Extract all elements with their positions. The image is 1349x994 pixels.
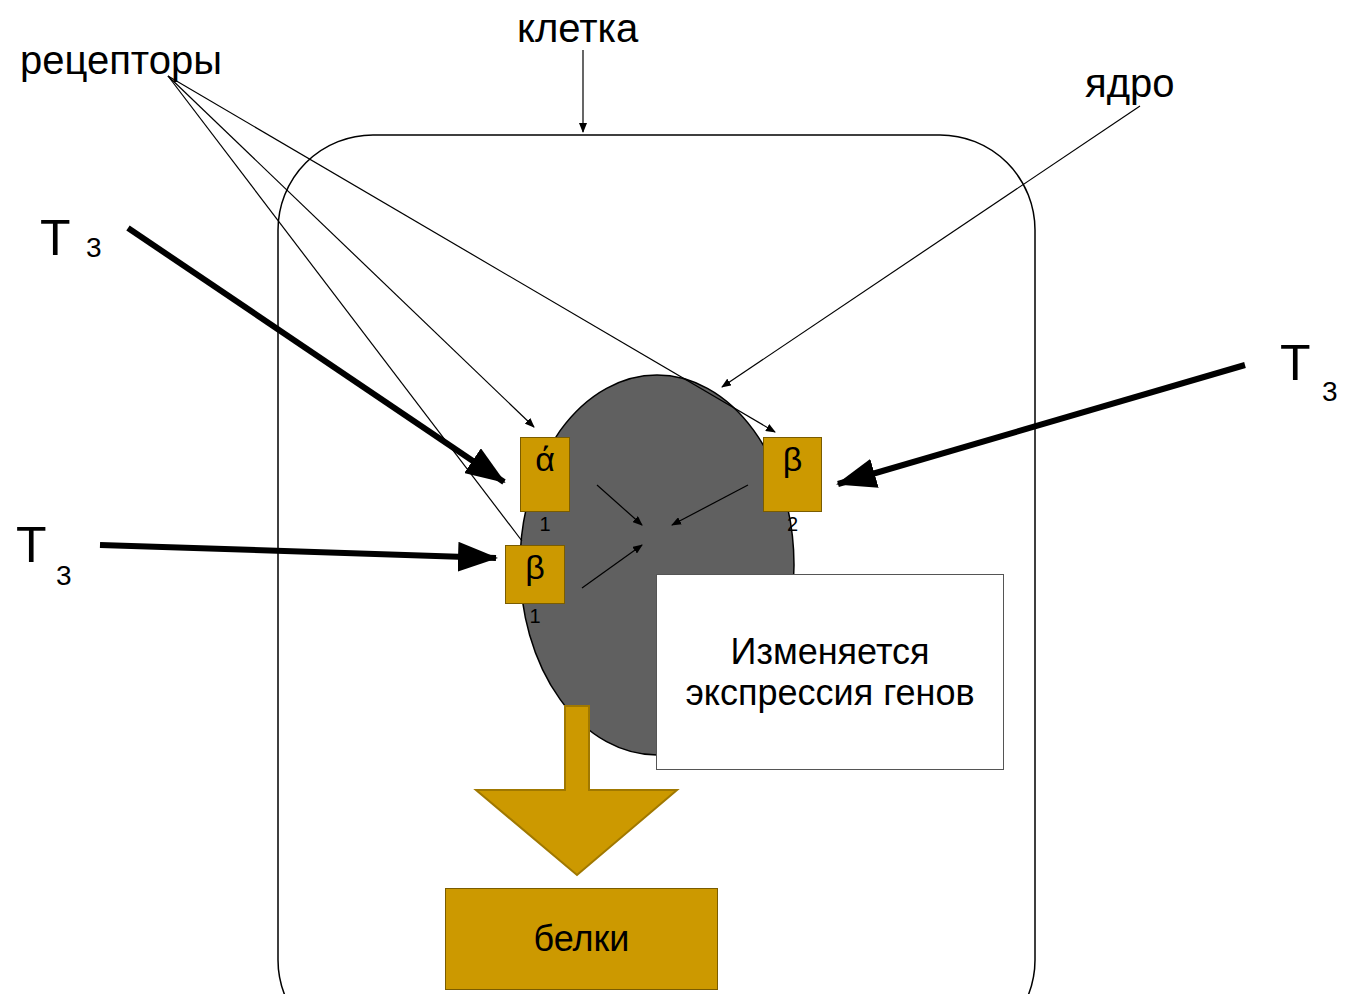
hormone-subscript: 3 [1322,378,1338,406]
hormone-letter: T [1280,338,1311,388]
cell-label: клетка [517,8,638,48]
node-text: белки [534,918,630,959]
receptor-symbol: ά [521,438,569,479]
gene-expression-box: Изменяется экспрессия генов [656,574,1004,770]
receptor-index: 2 [764,513,821,536]
signal-arrows [582,485,748,588]
hormone-letter: T [40,213,71,263]
nucleus-label: ядро [1085,63,1175,103]
receptor-symbol: β [506,546,564,587]
receptor-alpha: ά1 [520,437,570,512]
hormone-subscript: 3 [56,562,72,590]
cell-outline [278,135,1035,994]
receptor-index: 1 [521,513,569,536]
receptor-symbol: β [764,438,821,479]
hormone-arrows [100,228,1245,558]
hormone-subscript: 3 [86,234,102,262]
receptor-index: 1 [506,605,564,628]
proteins-box: белки [445,888,718,990]
output-arrow [476,706,677,875]
hormone-letter: T [16,520,47,570]
leader-lines [168,50,1140,541]
receptor-beta1: β1 [505,545,565,604]
node-text: Изменяется экспрессия генов [671,631,989,714]
receptor-beta2: β2 [763,437,822,512]
receptors-label: рецепторы [20,40,222,80]
